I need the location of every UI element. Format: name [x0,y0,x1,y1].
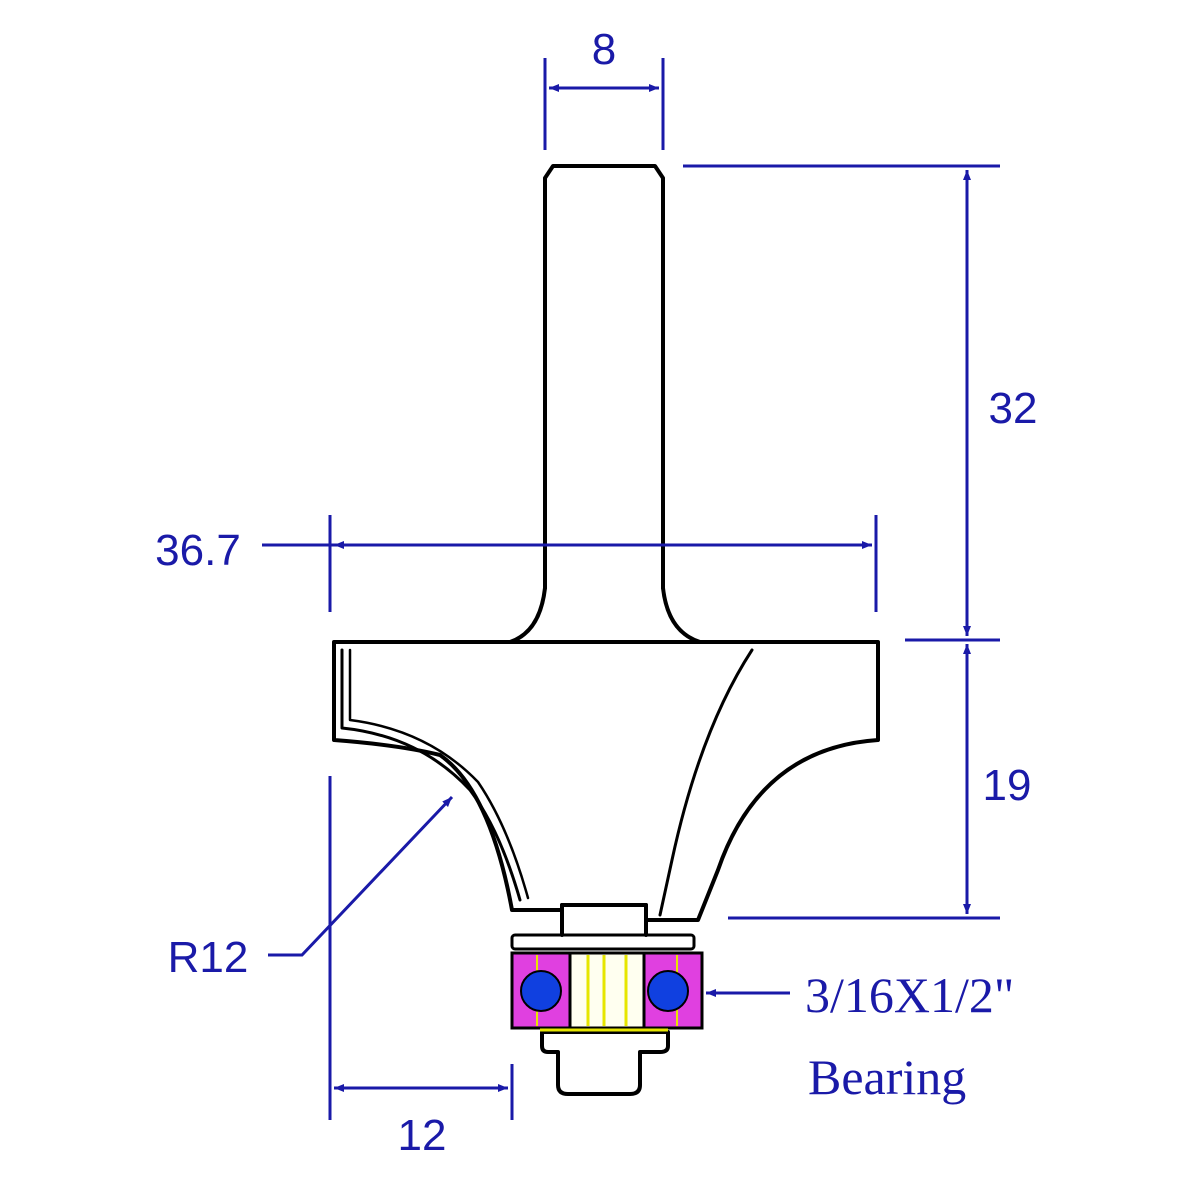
cutting-edge-left [340,648,522,902]
dimension-lines [262,58,1000,1120]
cutting-edge-left-2 [348,648,530,900]
shank-fillet-left [508,586,547,644]
bearing-ball-right [647,970,689,1012]
dim-cut-width-label: 12 [398,1111,447,1160]
cutter-body [332,640,880,922]
bearing-size-label: 3/16X1/2" [805,967,1014,1023]
dim-cut-height-label: 19 [983,761,1032,810]
bearing-core [568,951,646,1030]
dim-shank-diameter-label: 8 [592,25,616,74]
washer [510,933,696,951]
dim-cut-diameter-label: 36.7 [155,526,241,575]
cutting-edge-right [658,648,754,917]
arbor [560,903,648,937]
bit-outline [332,164,880,1096]
radius-leader [268,795,454,957]
dim-radius-label: R12 [168,933,249,982]
collar [540,1030,670,1096]
bearing-label: Bearing [808,1049,966,1105]
bearing-ball-left [520,970,562,1012]
dim-shank-length-label: 32 [989,384,1038,433]
bearing [510,951,704,1032]
shank-fillet-right [661,586,702,644]
shank [543,164,665,590]
